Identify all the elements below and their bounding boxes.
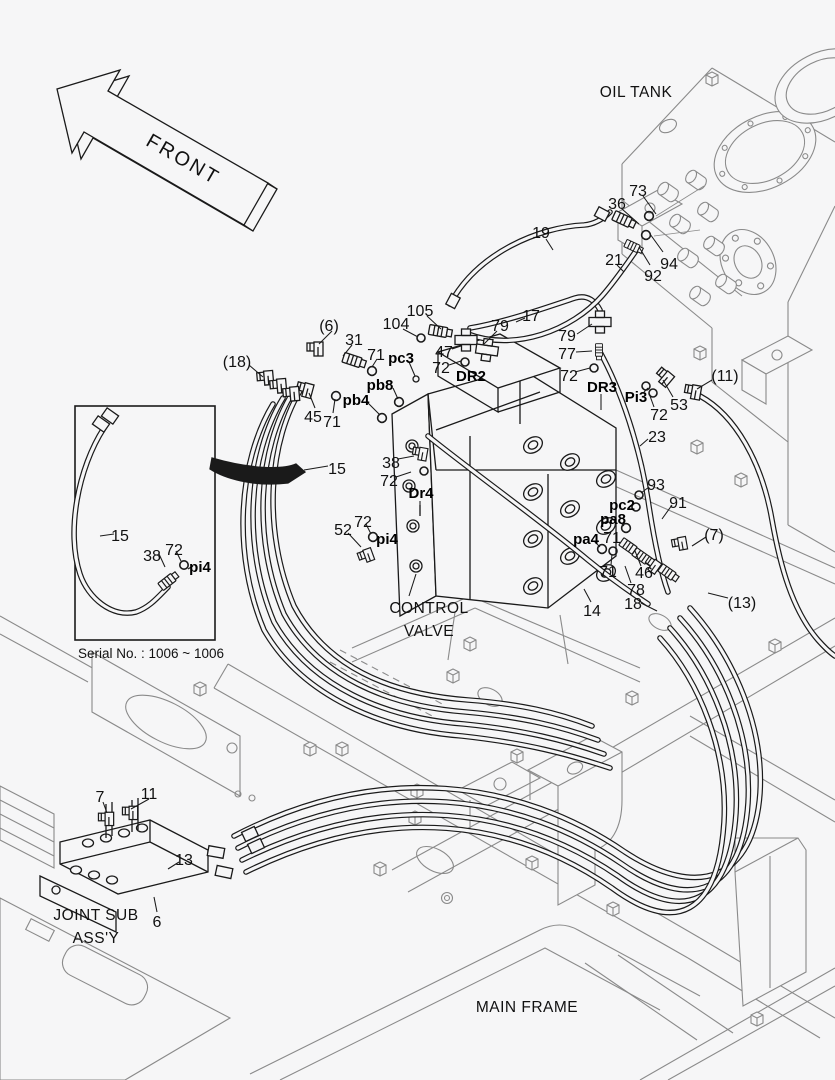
callout-53: 53 — [670, 397, 688, 414]
port-label-pb8: pb8 — [367, 377, 394, 394]
oil-tank-label: OIL TANK — [600, 84, 673, 101]
joint-sub-assy-label-1: JOINT SUB — [53, 907, 138, 924]
callout-52: 52 — [334, 522, 352, 539]
callout-71c: 71 — [603, 530, 621, 547]
callout-7: 7 — [96, 789, 105, 806]
port-label-dr4: Dr4 — [408, 485, 434, 502]
callout-21: 21 — [605, 252, 623, 269]
callout-71a: 71 — [367, 347, 385, 364]
inset-pointer-arrow — [209, 457, 307, 485]
callout-18: 18 — [624, 596, 642, 613]
callout-11: 11 — [141, 786, 158, 803]
callout-19: 19 — [532, 225, 550, 242]
control-valve-label-2: VALVE — [404, 623, 454, 640]
callout-ref-18: (18) — [223, 354, 251, 371]
callout-6: 6 — [153, 914, 162, 931]
control-valve-label-1: CONTROL — [389, 600, 468, 617]
joint-sub-assy-drawing — [39, 798, 266, 934]
inset-callout-72: 72 — [165, 542, 183, 559]
callout-ref-11: (11) — [711, 368, 738, 385]
callout-91: 91 — [669, 495, 687, 512]
oil-tank-drawing — [616, 48, 835, 553]
callout-38a: 38 — [382, 455, 400, 472]
callout-23: 23 — [648, 429, 666, 446]
callout-72c: 72 — [650, 407, 668, 424]
callout-labels: 73 36 19 21 94 92 105 104 17 79 79 (6) 3… — [96, 183, 757, 931]
port-label-dr2: DR2 — [456, 368, 486, 385]
port-label-pc2: pc2 — [609, 497, 635, 514]
callout-92: 92 — [644, 268, 662, 285]
callout-72a: 72 — [432, 360, 450, 377]
callout-ref-6: (6) — [319, 318, 339, 335]
callout-31: 31 — [345, 332, 363, 349]
callout-104: 104 — [383, 316, 410, 333]
inset-serial-note: Serial No. : 1006 ~ 1006 — [78, 646, 224, 661]
joint-sub-assy-label-2: ASS'Y — [73, 930, 120, 947]
port-label-pc3: pc3 — [388, 350, 414, 367]
section-labels: OIL TANK CONTROL VALVE MAIN FRAME JOINT … — [53, 84, 672, 1016]
callout-71d: 71 — [599, 564, 617, 581]
callout-72b: 72 — [560, 368, 578, 385]
callout-73: 73 — [629, 183, 647, 200]
callout-79b: 79 — [558, 328, 576, 345]
port-label-dr3: DR3 — [587, 379, 617, 396]
callout-72d: 72 — [380, 473, 398, 490]
inset-box: Serial No. : 1006 ~ 1006 — [74, 405, 224, 661]
callout-79a: 79 — [491, 318, 509, 335]
callout-ref-7: (7) — [704, 527, 724, 544]
callout-leaders — [99, 195, 729, 913]
port-label-pb4: pb4 — [343, 392, 370, 409]
port-label-pa4: pa4 — [573, 531, 600, 548]
callout-14: 14 — [583, 603, 601, 620]
callout-17: 17 — [522, 308, 540, 325]
callout-77: 77 — [558, 346, 576, 363]
callout-15a: 15 — [328, 461, 346, 478]
callout-78: 78 — [627, 582, 645, 599]
callout-46: 46 — [635, 565, 653, 582]
callout-71b: 71 — [323, 414, 341, 431]
callout-ref-13: (13) — [728, 595, 756, 612]
port-label-pi4: pi4 — [376, 531, 398, 548]
callout-47: 47 — [435, 344, 453, 361]
callout-93: 93 — [647, 477, 665, 494]
callout-105: 105 — [407, 303, 434, 320]
callout-13: 13 — [175, 852, 193, 869]
inset-callout-15: 15 — [111, 528, 129, 545]
main-frame-label: MAIN FRAME — [476, 999, 578, 1016]
port-label-pa8: pa8 — [600, 511, 626, 528]
front-arrow: FRONT — [56, 68, 278, 232]
callout-94: 94 — [660, 256, 678, 273]
inset-callout-38: 38 — [143, 548, 161, 565]
callout-36: 36 — [608, 196, 626, 213]
port-label-pi3: Pi3 — [625, 389, 648, 406]
callout-45: 45 — [304, 409, 322, 426]
inset-port-label-pi4: pi4 — [189, 559, 211, 576]
callout-72e: 72 — [354, 514, 372, 531]
